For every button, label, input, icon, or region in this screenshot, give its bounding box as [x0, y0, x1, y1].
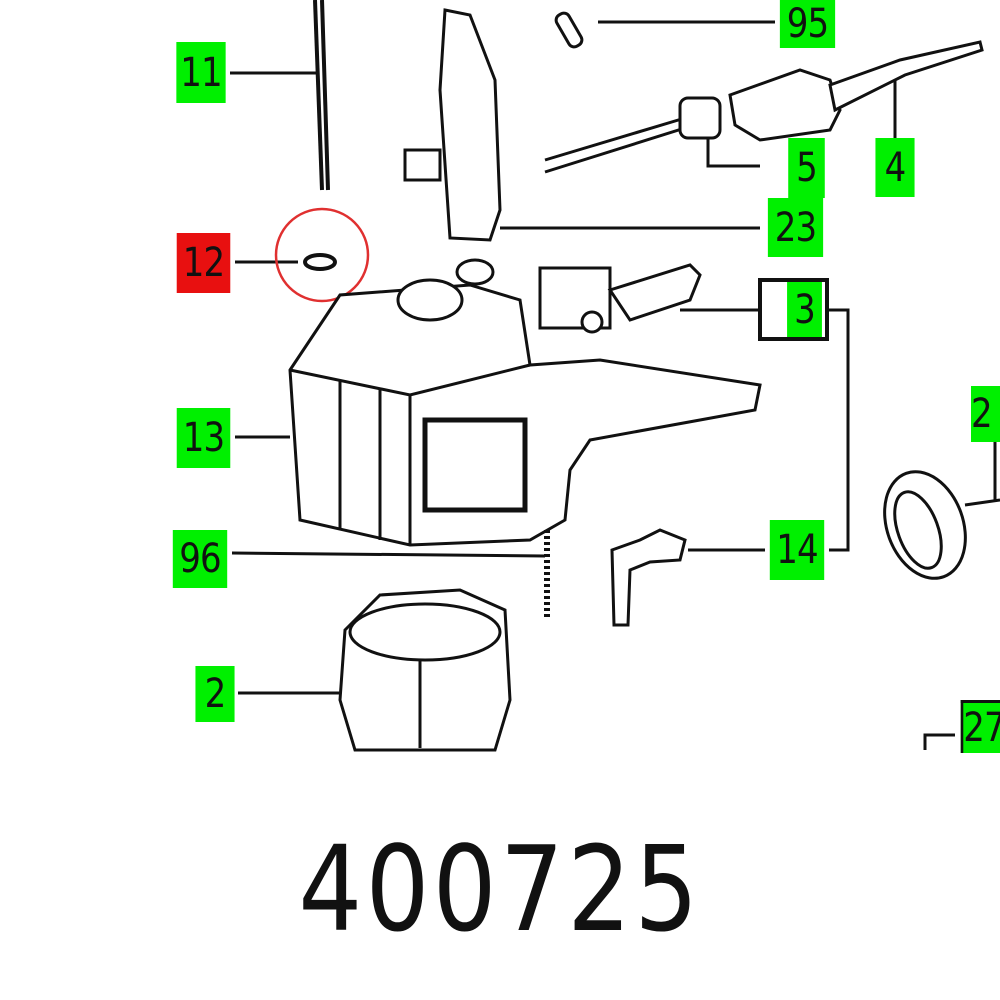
label-96[interactable]: 96 [172, 530, 228, 588]
label-12-highlighted[interactable]: 12 [176, 233, 231, 293]
part-13-housing [288, 258, 762, 547]
part-2-coil [338, 588, 512, 752]
leader-27 [923, 733, 955, 750]
label-3[interactable]: 3 [787, 282, 822, 337]
highlight-circle [274, 207, 370, 303]
part-number: 400725 [298, 820, 702, 958]
label-13[interactable]: 13 [176, 408, 231, 468]
label-95[interactable]: 95 [779, 0, 836, 48]
label-23[interactable]: 23 [767, 198, 824, 257]
label-2[interactable]: 2 [195, 666, 235, 722]
part-2-right-knob [883, 470, 1000, 580]
part-14-clip [610, 528, 687, 627]
part-23-cover [438, 8, 502, 242]
part-95-pin [554, 11, 584, 49]
label-5[interactable]: 5 [788, 138, 825, 198]
part-11-rod [313, 0, 330, 191]
leader-96 [231, 551, 546, 558]
label-11[interactable]: 11 [176, 42, 226, 103]
label-4[interactable]: 4 [875, 138, 915, 197]
label-14[interactable]: 14 [769, 520, 825, 580]
label-27[interactable]: 27 [960, 700, 1000, 753]
part-3-switch [538, 263, 702, 334]
part-12-washer [303, 253, 337, 271]
part-4-5-cable [544, 40, 984, 174]
label-2-right[interactable]: 2 [971, 386, 1000, 442]
leader-3-14 [829, 308, 850, 552]
